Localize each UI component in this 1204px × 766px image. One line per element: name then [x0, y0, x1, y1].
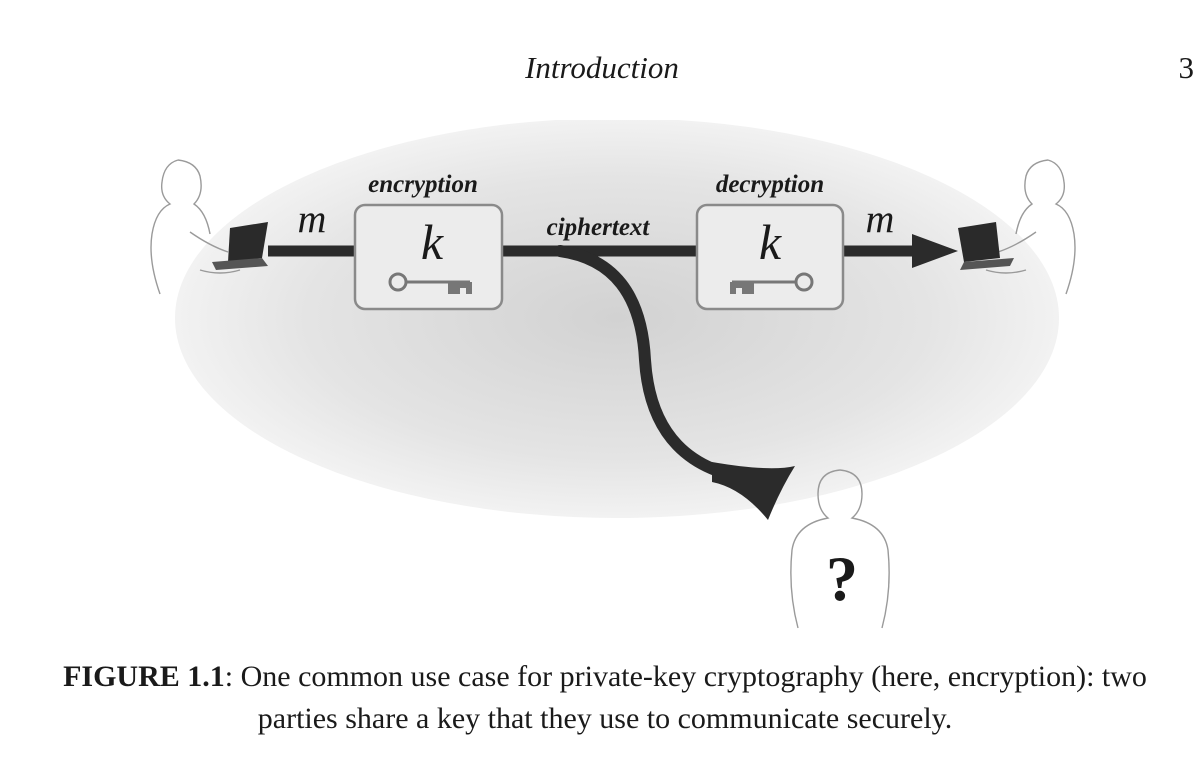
- decryption-key-label: k: [759, 214, 782, 270]
- eavesdropper-question-mark: ?: [826, 543, 858, 614]
- message-label-right: m: [866, 196, 895, 241]
- encryption-key-label: k: [421, 214, 444, 270]
- figure-caption: FIGURE 1.1: One common use case for priv…: [30, 656, 1180, 740]
- receiver-person-icon: [985, 159, 1076, 295]
- figure-caption-text: : One common use case for private-key cr…: [224, 660, 1147, 735]
- page-number: 3: [1178, 50, 1195, 85]
- laptop-icon: [212, 222, 268, 270]
- figure-caption-label: FIGURE 1.1: [63, 660, 225, 693]
- message-label-left: m: [298, 196, 327, 241]
- intercept-branch: [554, 245, 766, 486]
- shared-key-region: [175, 118, 1059, 518]
- decryption-label: decryption: [716, 171, 824, 198]
- running-head-title: Introduction: [525, 50, 679, 85]
- arrowhead: [912, 234, 958, 268]
- ciphertext-label: ciphertext: [547, 214, 651, 241]
- eavesdropper-person-icon: [790, 469, 890, 629]
- laptop-icon: [958, 222, 1014, 270]
- encryption-label: encryption: [368, 171, 478, 198]
- sender-person-icon: [150, 159, 241, 295]
